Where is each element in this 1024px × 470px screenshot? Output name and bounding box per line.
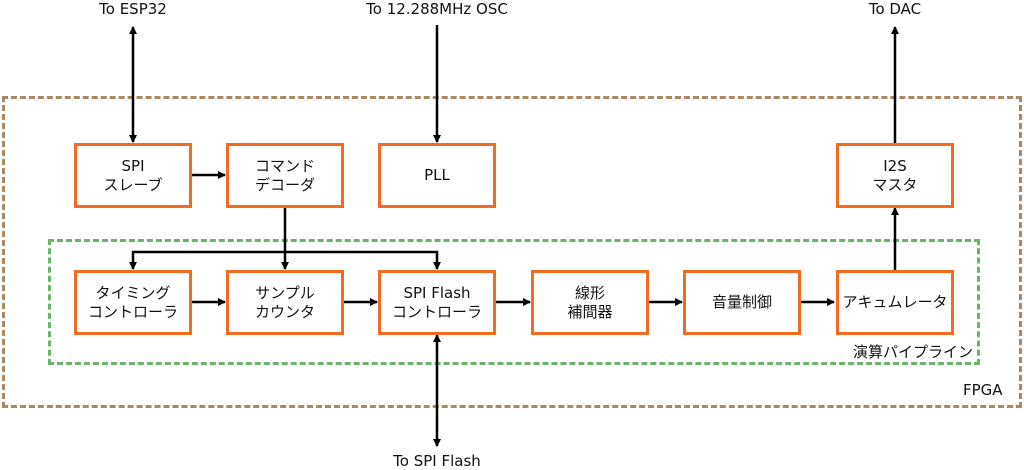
block-timing-controller: タイミング コントローラ xyxy=(74,270,192,335)
fpga-boundary xyxy=(2,96,1022,408)
wire-decoder-timing xyxy=(129,250,285,270)
fpga-label: FPGA xyxy=(963,381,1003,399)
block-label: タイミング xyxy=(95,283,171,302)
block-accumulator: アキュムレータ xyxy=(836,270,954,335)
label-to-dac: To DAC xyxy=(868,0,922,18)
block-label: 線形 xyxy=(574,283,605,302)
block-spi-slave: SPI スレーブ xyxy=(74,143,192,208)
block-command-decoder: コマンド デコーダ xyxy=(226,143,344,208)
block-label: アキュムレータ xyxy=(842,293,948,311)
block-spi-flash-controller: SPI Flash コントローラ xyxy=(378,270,496,335)
block-volume-control: 音量制御 xyxy=(683,270,801,335)
block-label: カウンタ xyxy=(254,302,315,321)
block-label: スレーブ xyxy=(103,175,163,194)
label-to-esp32: To ESP32 xyxy=(99,0,167,18)
block-label: 補間器 xyxy=(567,302,613,321)
block-label: I2S xyxy=(883,156,907,175)
block-i2s-master: I2S マスタ xyxy=(836,143,954,208)
block-label: PLL xyxy=(424,166,450,184)
label-to-osc: To 12.288MHz OSC xyxy=(366,0,508,18)
block-sample-counter: サンプル カウンタ xyxy=(226,270,344,335)
block-label: デコーダ xyxy=(254,175,315,194)
block-label: コマンド xyxy=(254,156,315,175)
wire-decoder-flash xyxy=(285,250,441,270)
block-label: SPI xyxy=(121,156,145,175)
block-linear-interpolator: 線形 補間器 xyxy=(531,270,649,335)
pipeline-boundary xyxy=(48,239,980,365)
block-pll: PLL xyxy=(378,143,496,208)
block-label: サンプル xyxy=(255,283,315,302)
block-label: コントローラ xyxy=(87,302,178,321)
block-label: マスタ xyxy=(872,175,918,194)
label-to-spi-flash: To SPI Flash xyxy=(393,452,481,470)
pipeline-label: 演算パイプライン xyxy=(853,343,974,361)
block-label: 音量制御 xyxy=(711,293,772,311)
block-label: SPI Flash xyxy=(403,283,471,302)
block-label: コントローラ xyxy=(391,302,482,321)
